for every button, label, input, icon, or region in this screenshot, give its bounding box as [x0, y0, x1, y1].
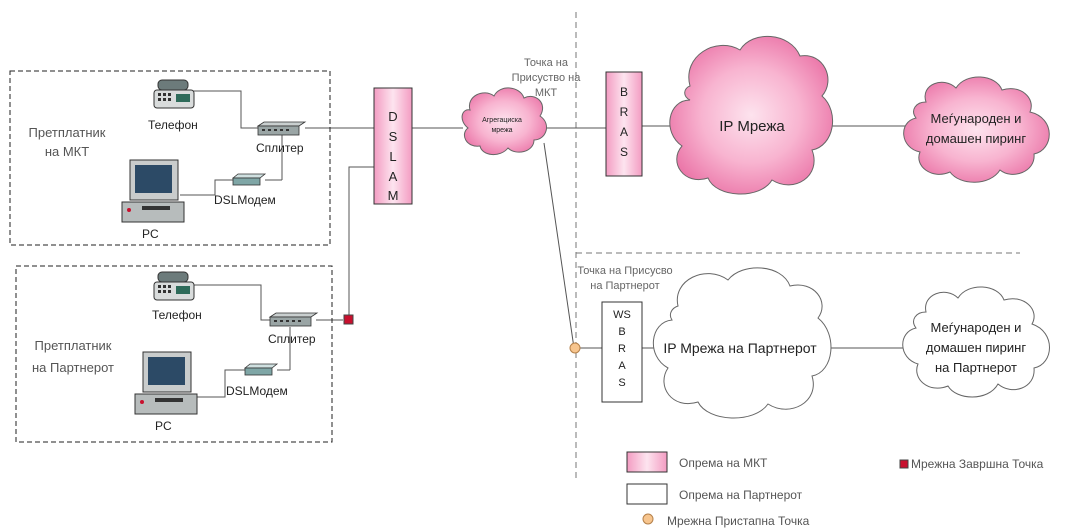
ip-mkt-label: IP Мрежа — [719, 118, 785, 135]
subscriber-mkt-label-1: Претплатник — [29, 125, 106, 140]
bras-box — [605, 71, 643, 177]
pc-icon — [134, 351, 198, 415]
bras-letter: S — [620, 145, 628, 159]
dslam-letter: M — [388, 188, 399, 203]
dslam-letter: D — [388, 109, 397, 124]
dslam-letter: A — [389, 169, 398, 184]
peering-mkt-label-2: домашен пиринг — [926, 131, 1026, 146]
pop-partner-label-2: на Партнерот — [590, 280, 659, 292]
modem-partner-label: DSLМодем — [226, 384, 288, 398]
pc-mkt-label: PC — [142, 227, 159, 241]
telephone-icon — [153, 271, 195, 301]
pc-icon — [121, 159, 185, 223]
aggregation-label-2: мрежа — [491, 127, 512, 134]
wsbras-letter: R — [618, 343, 626, 355]
splitter-partner-label: Сплитер — [268, 332, 316, 346]
pop-partner-label-1: Точка на Присусво — [577, 265, 672, 277]
pc-partner-label: PC — [155, 419, 172, 433]
pop-mkt-label-3: МКТ — [535, 87, 558, 99]
legend-access-swatch — [642, 513, 654, 525]
pop-mkt-label-2: Присуство на — [512, 72, 582, 84]
wsbras-box — [601, 301, 643, 403]
subscriber-mkt-label-2: на МКТ — [45, 144, 89, 159]
dslam-box — [373, 87, 413, 205]
legend-partner-swatch — [626, 483, 668, 505]
aggregation-label-1: Агрегациска — [482, 117, 522, 124]
splitter-icon — [268, 312, 319, 327]
access-point-marker — [569, 342, 581, 354]
aggregation-cloud — [461, 87, 548, 155]
legend: Опрема на МКТ Опрема на Партнерот Мрежна… — [626, 451, 1044, 528]
wsbras-letter: A — [618, 360, 626, 372]
bras-letter: R — [620, 105, 629, 119]
legend-termination-label: Мрежна Завршна Точка — [911, 457, 1044, 471]
peering-mkt-cloud — [903, 76, 1050, 183]
subscriber-mkt-box — [9, 70, 331, 246]
peering-mkt-label-1: Меѓународен и — [931, 111, 1022, 126]
ip-partner-cloud — [653, 267, 832, 419]
legend-access-label: Мрежна Пристапна Точка — [667, 514, 810, 528]
phone-mkt-label: Телефон — [148, 118, 198, 132]
dslam-letter: L — [389, 149, 396, 164]
wsbras-letter: B — [618, 326, 625, 338]
phone-partner-label: Телефон — [152, 308, 202, 322]
ip-mkt-cloud — [669, 36, 833, 195]
modem-icon — [243, 363, 279, 376]
peering-partner-label-2: домашен пиринг — [926, 340, 1026, 355]
bras-letter: B — [620, 85, 628, 99]
peering-partner-cloud — [902, 286, 1050, 398]
peering-partner-label-3: на Партнерот — [935, 360, 1017, 375]
wsbras-letter: S — [618, 377, 625, 389]
modem-icon — [231, 173, 267, 186]
ip-partner-label: IP Мрежа на Партнерот — [663, 340, 817, 356]
modem-mkt-label: DSLМодем — [214, 193, 276, 207]
subscriber-partner-box — [15, 265, 333, 443]
splitter-icon — [256, 121, 307, 136]
legend-mkt-swatch — [626, 451, 668, 473]
splitter-mkt-label: Сплитер — [256, 141, 304, 155]
subscriber-partner-label-2: на Партнерот — [32, 360, 114, 375]
subscriber-partner-label-1: Претплатник — [35, 338, 112, 353]
telephone-icon — [153, 79, 195, 109]
legend-termination-swatch — [899, 459, 909, 469]
bras-letter: A — [620, 125, 628, 139]
pop-mkt-label-1: Точка на — [524, 57, 569, 69]
peering-partner-label-1: Меѓународен и — [931, 320, 1022, 335]
legend-mkt-label: Опрема на МКТ — [679, 456, 768, 470]
dslam-letter: S — [389, 129, 398, 144]
connection-lines — [180, 90, 912, 398]
wsbras-letter: WS — [613, 309, 631, 321]
termination-point-marker — [343, 314, 354, 325]
legend-partner-label: Опрема на Партнерот — [679, 488, 803, 502]
